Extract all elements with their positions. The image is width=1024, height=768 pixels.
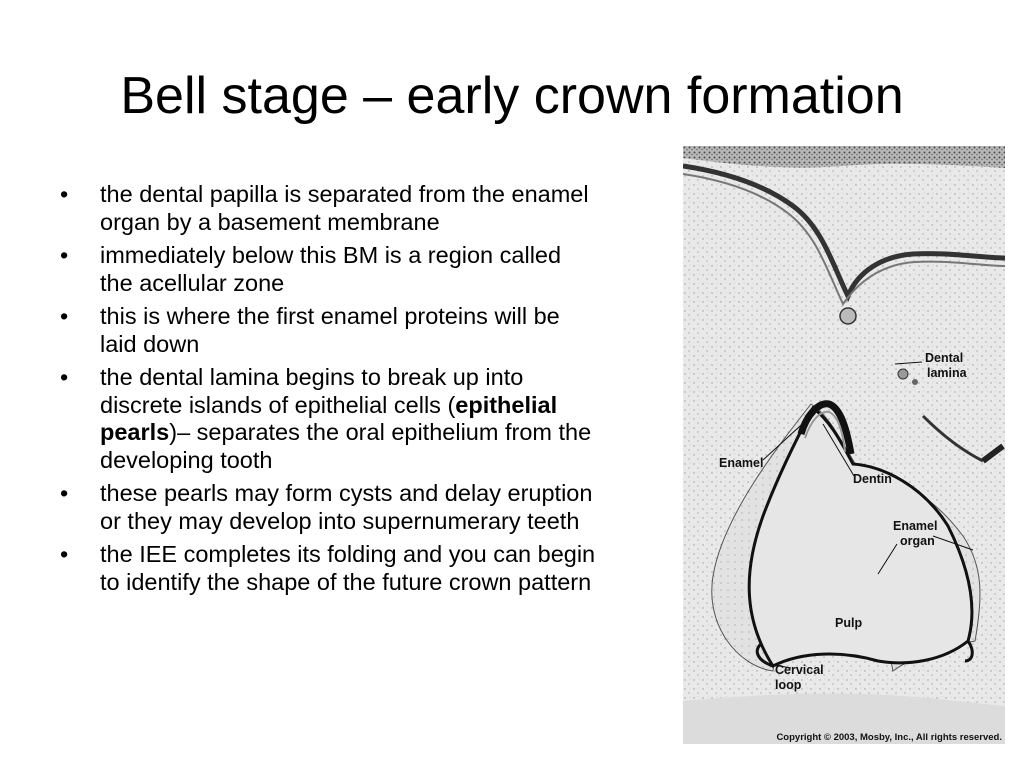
bullet-item: • these pearls may form cysts and delay e…: [58, 480, 598, 535]
bullet-text: the dental lamina begins to break up int…: [100, 364, 524, 418]
bullet-item: • the IEE completes its folding and you c…: [58, 541, 598, 596]
bullet-marker: •: [60, 242, 69, 268]
histology-figure: Dental lamina Enamel Dentin Enamel organ…: [683, 146, 1005, 744]
bullet-bold-text: epithelial pearls: [100, 391, 558, 446]
lamina-strand: [981, 443, 1005, 464]
label-enamel-organ-line2: organ: [900, 534, 935, 548]
bullet-item: • the dental papilla is separated from th…: [58, 181, 598, 236]
bullet-marker: •: [60, 364, 69, 390]
bullet-list: • the dental papilla is separated from th…: [58, 181, 598, 602]
bullet-text: these pearls may form cysts and delay er…: [100, 480, 593, 534]
label-cervical-loop-line1: Cervical: [775, 663, 824, 677]
bullet-marker: •: [60, 480, 69, 506]
label-enamel: Enamel: [719, 456, 763, 470]
top-tissue: [683, 146, 1005, 168]
bullet-marker: •: [60, 541, 69, 567]
epithelial-pearl: [912, 379, 918, 385]
epithelial-pearl: [839, 307, 857, 325]
label-enamel-organ-line1: Enamel: [893, 519, 937, 533]
dental-papilla: [747, 405, 974, 668]
bullet-text: this is where the first enamel proteins …: [100, 303, 560, 357]
label-dental-lamina-line1: Dental: [925, 351, 963, 365]
lower-tissue: [683, 693, 1005, 744]
dentin-layer: [804, 410, 846, 453]
bullet-text: the dental papilla is separated from the…: [100, 181, 589, 235]
bullet-text: )– separates the oral epithelium from th…: [100, 419, 592, 473]
label-dentin: Dentin: [853, 472, 892, 486]
epithelial-pearl: [897, 368, 909, 380]
label-cervical-loop-line2: loop: [775, 678, 802, 692]
bullet-text: immediately below this BM is a region ca…: [100, 242, 562, 296]
bullet-marker: •: [60, 303, 69, 329]
oral-epithelium-inner: [683, 173, 1005, 306]
bullet-item: • this is where the first enamel proteins…: [58, 303, 598, 358]
label-dental-lamina-line2: lamina: [927, 366, 968, 380]
leader-lines: [762, 361, 974, 669]
bullet-item: • the dental lamina begins to break up in…: [58, 364, 598, 474]
bullet-marker: •: [60, 181, 69, 207]
slide-title: Bell stage – early crown formation: [120, 67, 904, 125]
label-pulp: Pulp: [835, 616, 862, 630]
lamina-strand: [921, 414, 984, 463]
copyright-notice: Copyright © 2003, Mosby, Inc., All right…: [776, 732, 1002, 743]
cervical-loop-curl: [964, 640, 974, 663]
bullet-item: • immediately below this BM is a region c…: [58, 242, 598, 297]
bullet-text: the IEE completes its folding and you ca…: [100, 541, 596, 595]
